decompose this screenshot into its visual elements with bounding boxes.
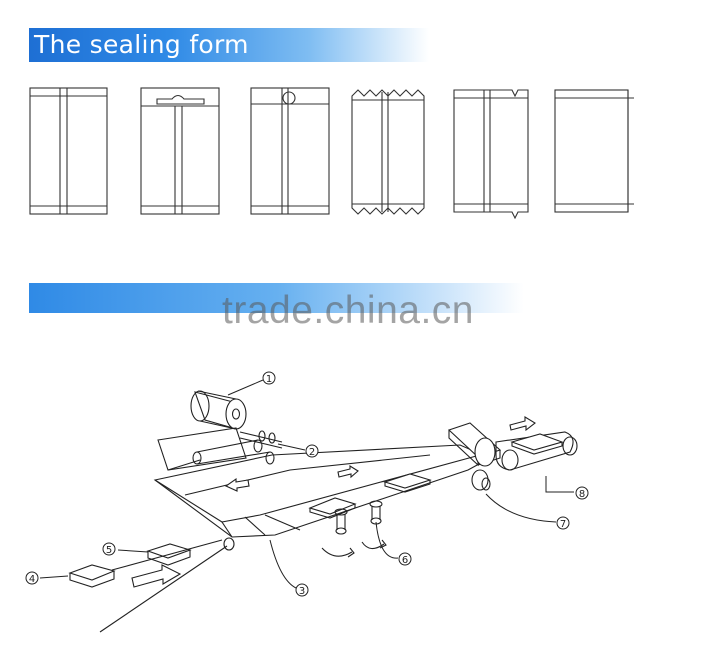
marker-4: 4 — [25, 571, 39, 585]
arrow-right-icon — [337, 465, 359, 479]
pouch-form-5 — [453, 89, 529, 220]
section-banner-process — [29, 283, 524, 313]
marker-1: 1 — [262, 371, 276, 385]
svg-text:8: 8 — [579, 489, 585, 500]
arrow-left-icon — [224, 477, 250, 492]
svg-text:7: 7 — [560, 519, 566, 530]
section-title: The sealing form — [34, 30, 249, 59]
pouch-form-1 — [29, 87, 108, 215]
marker-5: 5 — [102, 542, 116, 556]
pouch-form-2 — [140, 87, 220, 215]
marker-6: 6 — [398, 552, 412, 566]
marker-2: 2 — [305, 444, 319, 458]
callout-leaders — [39, 379, 574, 589]
marker-8: 8 — [575, 486, 589, 500]
section-banner-sealing-form: The sealing form — [29, 28, 429, 62]
pouch-form-3 — [250, 87, 330, 215]
svg-text:1: 1 — [266, 374, 272, 385]
flow-arrows — [131, 416, 536, 588]
svg-text:5: 5 — [106, 545, 112, 556]
watermark: trade.china.cn — [222, 289, 474, 332]
cutter-assembly — [447, 422, 502, 491]
pouch-form-6 — [554, 89, 634, 213]
guide-roller-assembly — [239, 430, 283, 449]
svg-text:4: 4 — [29, 574, 35, 585]
marker-3: 3 — [295, 583, 309, 597]
step-markers: 1 2 3 4 5 6 7 8 — [25, 371, 589, 597]
packaging-process-diagram — [68, 390, 578, 633]
svg-text:3: 3 — [299, 586, 305, 597]
output-conveyor — [495, 431, 578, 471]
sealing-pads — [308, 473, 432, 519]
rotation-arrows — [321, 539, 387, 558]
film-roll — [190, 390, 247, 430]
svg-text:6: 6 — [402, 555, 408, 566]
svg-text:2: 2 — [309, 447, 315, 458]
output-bags — [68, 543, 192, 588]
arrow-right-icon — [509, 416, 536, 432]
arrow-right-icon — [131, 564, 182, 588]
pouch-form-4 — [351, 89, 425, 215]
marker-7: 7 — [556, 516, 570, 530]
